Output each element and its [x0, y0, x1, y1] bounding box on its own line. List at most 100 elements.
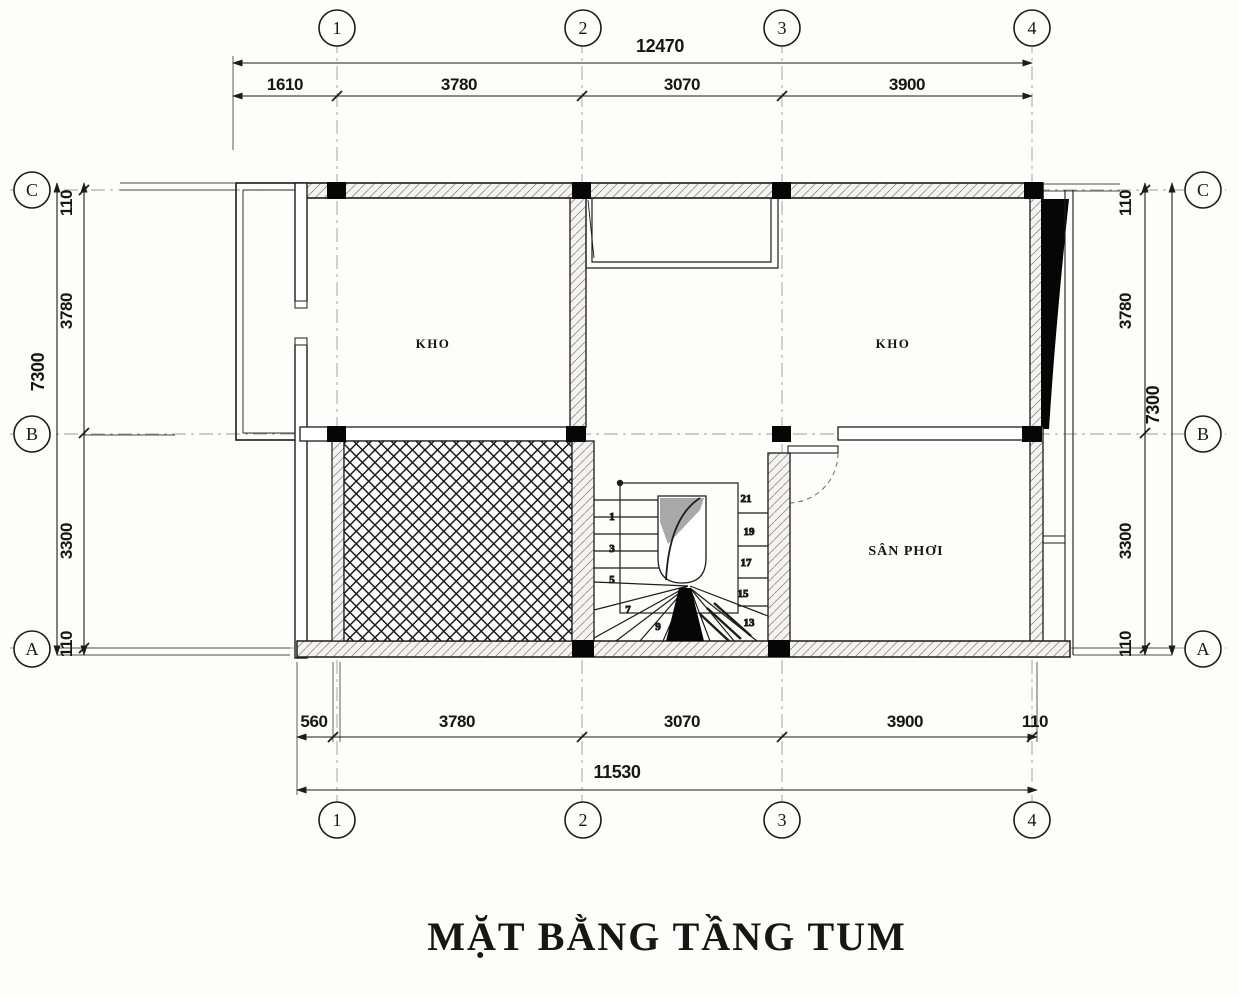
right-black-wedge	[1041, 199, 1069, 429]
dimension-labels-bottom: 560 3780 3070 3900 110 11530	[300, 712, 1048, 782]
stair-hatch-band	[699, 602, 752, 642]
stair-newel-dot	[616, 479, 624, 487]
dimensions-bottom	[296, 731, 1038, 794]
wall-grid2	[569, 197, 587, 428]
grid-bubble-labels: 1 2 3 4 1 2 3 4 C B A C B A	[26, 18, 1210, 830]
bubble-col-4-top	[1013, 9, 1051, 47]
bubble-col-2-bottom	[564, 801, 602, 839]
extension-lines	[57, 56, 1172, 795]
bubble-label-3: 3	[778, 18, 787, 38]
step-label: 1	[609, 511, 615, 523]
dim-bottom-overall: 11530	[593, 762, 640, 782]
room-label-san-phoi: SÂN PHƠI	[868, 542, 943, 559]
step-label: 3	[609, 543, 615, 555]
bubble-col-1-top	[318, 9, 356, 47]
room-label-kho-left: KHO	[416, 336, 451, 351]
step-label: 5	[609, 574, 615, 586]
bubble-col-3-top	[763, 9, 801, 47]
door-san-phoi	[787, 445, 839, 504]
bubble-row-A-right	[1184, 630, 1222, 668]
wall-left	[293, 182, 309, 659]
bubble-row-C-right	[1184, 171, 1222, 209]
staircase: 1 3 5 7 9 13 15 17 19 21	[593, 479, 769, 642]
dim-bottom-seg: 3780	[439, 712, 475, 731]
dimensions-top	[232, 59, 1033, 102]
stair-treads-left	[594, 499, 661, 569]
plan-walls	[235, 182, 1074, 659]
wall-B-right	[837, 426, 1031, 441]
bubble-label-B-right: B	[1197, 424, 1209, 444]
dim-right-seg: 3780	[1116, 293, 1135, 329]
step-label: 9	[655, 621, 661, 633]
wall-top	[299, 182, 1044, 199]
dim-right-seg: 110	[1116, 190, 1135, 216]
bubble-label-B-left: B	[26, 424, 38, 444]
bubble-label-C-right: C	[1197, 180, 1209, 200]
stair-step-numbers: 1 3 5 7 9 13 15 17 19 21	[609, 493, 756, 634]
dim-top-overall: 12470	[636, 36, 684, 56]
drawing-title: MẶT BẰNG TẦNG TUM	[427, 914, 907, 959]
dim-left-seg: 3300	[57, 523, 76, 559]
bubble-label-1: 1	[333, 18, 342, 38]
skylight-box	[585, 198, 779, 269]
dim-bottom-seg: 110	[1022, 712, 1048, 731]
bubble-label-A-left: A	[26, 639, 39, 659]
wall-right-lower	[1029, 426, 1044, 658]
bubble-label-C-left: C	[26, 180, 38, 200]
bubble-label-A-right: A	[1197, 639, 1210, 659]
grid-bubbles	[13, 9, 1222, 839]
dim-bottom-seg: 3900	[887, 712, 923, 731]
bubble-row-C-left	[13, 171, 51, 209]
dim-ticks-right	[1139, 184, 1151, 654]
void-left-wall	[331, 440, 345, 642]
dim-top-seg: 3070	[664, 75, 700, 94]
dimension-labels-right: 110 3780 3300 110 7300	[1116, 190, 1163, 657]
bubble-label-3b: 3	[778, 810, 787, 830]
dim-left-seg: 3780	[57, 293, 76, 329]
right-outer-boundary	[1043, 190, 1074, 655]
bubble-col-1-bottom	[318, 801, 356, 839]
dim-right-seg: 3300	[1116, 523, 1135, 559]
step-label: 15	[738, 588, 750, 600]
balcony-left	[235, 182, 301, 441]
bubble-label-1b: 1	[333, 810, 342, 830]
bubble-label-2b: 2	[579, 810, 588, 830]
bubble-col-3-bottom	[763, 801, 801, 839]
dim-top-seg: 3900	[889, 75, 925, 94]
step-label: 13	[744, 617, 756, 629]
step-label: 17	[741, 557, 753, 569]
dimensions-left	[53, 182, 90, 656]
dim-top-seg: 3780	[441, 75, 477, 94]
dimension-labels-left: 7300 110 3780 3300 110	[28, 190, 76, 657]
dim-right-overall: 7300	[1143, 385, 1163, 424]
dim-top-seg: 1610	[267, 75, 303, 94]
step-label: 21	[741, 493, 752, 505]
bubble-row-B-left	[13, 415, 51, 453]
dim-bottom-seg: 3070	[664, 712, 700, 731]
room-labels: KHO KHO SÂN PHƠI	[416, 336, 943, 559]
step-label: 7	[625, 604, 631, 616]
bubble-label-4b: 4	[1028, 810, 1037, 830]
stair-wall-left	[571, 440, 595, 642]
stair-center-void	[657, 495, 707, 584]
columns	[327, 182, 1043, 657]
bubble-row-B-right	[1184, 415, 1222, 453]
stair-wall-right	[767, 452, 791, 642]
bubble-col-4-bottom	[1013, 801, 1051, 839]
bubble-row-A-left	[13, 630, 51, 668]
dim-ticks-left	[78, 184, 90, 654]
dim-left-seg: 110	[57, 631, 76, 657]
dimensions-right	[1139, 182, 1176, 656]
stair-direction-wedge	[666, 588, 704, 641]
wall-bottom	[296, 640, 1071, 658]
dimension-labels-top: 12470 1610 3780 3070 3900	[267, 36, 926, 94]
room-label-kho-right: KHO	[876, 336, 911, 351]
dim-left-seg: 110	[57, 190, 76, 216]
dim-right-seg: 110	[1116, 631, 1135, 657]
bubble-label-4: 4	[1028, 18, 1037, 38]
bubble-col-2-top	[564, 9, 602, 47]
void-lattice	[343, 440, 573, 642]
bubble-label-2: 2	[579, 18, 588, 38]
